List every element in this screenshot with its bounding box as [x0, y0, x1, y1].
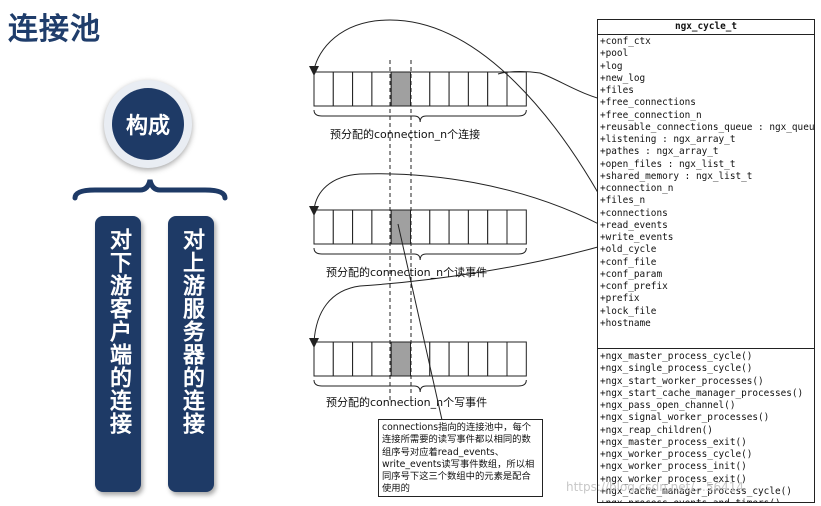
arrowhead	[309, 66, 319, 76]
uml-class-box: ngx_cycle_t +conf_ctx+pool+log+new_log+f…	[597, 19, 815, 503]
explanation-note: connections指向的连接池中，每个连接所需要的读写事件都以相同的数组序号…	[378, 419, 543, 497]
uml-method: +ngx_worker_process_cycle()	[600, 449, 753, 460]
uml-method: +ngx_process_events_and_timers()	[600, 498, 812, 502]
array-cell	[487, 209, 508, 245]
uml-attribute: +reusable_connections_queue : ngx_queue_…	[600, 121, 815, 133]
uml-method: +ngx_start_worker_processes()	[600, 375, 764, 387]
uml-attribute: +hostname	[600, 317, 651, 329]
array-underbrace	[313, 109, 527, 123]
write-events-arrow	[313, 242, 613, 343]
array-cell	[410, 209, 431, 245]
composition-circle: 构成	[104, 80, 192, 168]
uml-attribute: +conf_file	[600, 256, 657, 268]
upstream-connections-box: 对上游服务器的连接	[168, 216, 214, 492]
array-cell	[467, 71, 489, 107]
uml-method: +ngx_pass_open_channel()	[600, 400, 736, 411]
connections-arrow	[313, 19, 613, 219]
uml-method: +ngx_worker_process_exit()	[600, 473, 747, 485]
array-cell	[352, 71, 373, 107]
arrays-group	[313, 71, 527, 393]
array-cell	[352, 341, 373, 377]
uml-attribute: +free_connection_n	[600, 109, 702, 121]
array-cell	[448, 341, 469, 377]
array-cell	[332, 71, 354, 107]
array-cell	[429, 71, 450, 107]
uml-attributes: +conf_ctx+pool+log+new_log+files+free_co…	[598, 35, 814, 349]
array-cell	[410, 341, 431, 377]
uml-methods: +ngx_master_process_cycle()+ngx_single_p…	[598, 349, 814, 502]
array-cell	[371, 341, 392, 377]
uml-attribute: +lock_file	[600, 305, 657, 317]
array-cell	[390, 71, 412, 107]
array-cell	[332, 209, 354, 245]
note-pointer	[397, 223, 443, 421]
uml-attribute: +pathes : ngx_array_t	[600, 146, 719, 158]
uml-method: +ngx_signal_worker_processes()	[600, 412, 770, 424]
uml-method: +ngx_worker_process_init()	[600, 461, 747, 473]
page-title: 连接池	[8, 12, 101, 47]
uml-method: +ngx_master_process_exit()	[600, 436, 747, 448]
array-cell	[429, 341, 450, 377]
uml-attribute: +listening : ngx_array_t	[600, 134, 736, 145]
uml-attribute: +conf_prefix	[600, 281, 668, 292]
brace-shape	[72, 179, 228, 201]
array-cell	[313, 209, 334, 245]
uml-attribute: +connections	[600, 207, 668, 219]
uml-class-name: ngx_cycle_t	[598, 20, 814, 35]
uml-attribute: +new_log	[600, 72, 646, 84]
uml-attribute: +files_n	[600, 195, 646, 207]
array-cell	[467, 209, 489, 245]
array-cell	[313, 71, 334, 107]
array-underbrace	[313, 379, 527, 393]
watermark: https://blog.csdn.net/...56414	[566, 480, 744, 494]
array-cell	[410, 71, 431, 107]
uml-attribute: +old_cycle	[600, 244, 657, 256]
uml-method: +ngx_cache_manager_process_cycle()	[600, 485, 792, 497]
uml-method: +ngx_master_process_cycle()	[600, 351, 753, 362]
downstream-connections-box: 对下游客户端的连接	[95, 216, 141, 492]
uml-attribute: +read_events	[600, 219, 668, 231]
uml-attribute: +pool	[600, 48, 629, 60]
array-underbrace	[313, 247, 527, 261]
array-cell	[448, 209, 469, 245]
uml-method: +ngx_reap_children()	[600, 424, 713, 436]
composition-label: 构成	[112, 88, 184, 160]
array-cell	[352, 209, 373, 245]
uml-attribute: +conf_param	[600, 268, 663, 280]
arrowhead	[309, 206, 319, 216]
array-cell	[313, 341, 334, 377]
uml-attribute: +conf_ctx	[600, 36, 651, 47]
array-cell	[390, 341, 412, 377]
uml-attribute: +log	[600, 60, 623, 72]
array-cell	[448, 71, 469, 107]
uml-attribute: +shared_memory : ngx_list_t	[600, 170, 753, 182]
uml-attribute: +files	[600, 85, 634, 96]
uml-attribute: +write_events	[600, 232, 674, 243]
array-cell	[371, 71, 392, 107]
uml-attribute: +prefix	[600, 293, 640, 305]
uml-attribute: +connection_n	[600, 183, 674, 194]
read-events-arrow	[313, 173, 613, 232]
array-cell	[429, 209, 450, 245]
uml-method: +ngx_single_process_cycle()	[600, 363, 753, 375]
uml-attribute: +open_files : ngx_list_t	[600, 158, 736, 170]
array-cell	[506, 341, 527, 377]
free-connections-arrow	[497, 70, 613, 103]
array-cell	[487, 341, 508, 377]
array-cell	[506, 71, 527, 107]
arrowhead	[309, 338, 319, 348]
uml-method: +ngx_start_cache_manager_processes()	[600, 387, 804, 399]
uml-attribute: +free_connections	[600, 97, 696, 109]
array-cell	[506, 209, 527, 245]
array-cell	[467, 341, 489, 377]
caption-read-events: 预分配的connection_n个读事件	[326, 266, 488, 279]
caption-write-events: 预分配的connection_n个写事件	[326, 396, 488, 409]
array-cell	[487, 71, 508, 107]
caption-connections: 预分配的connection_n个连接	[330, 128, 481, 141]
array-cell	[371, 209, 392, 245]
array-cell	[332, 341, 354, 377]
